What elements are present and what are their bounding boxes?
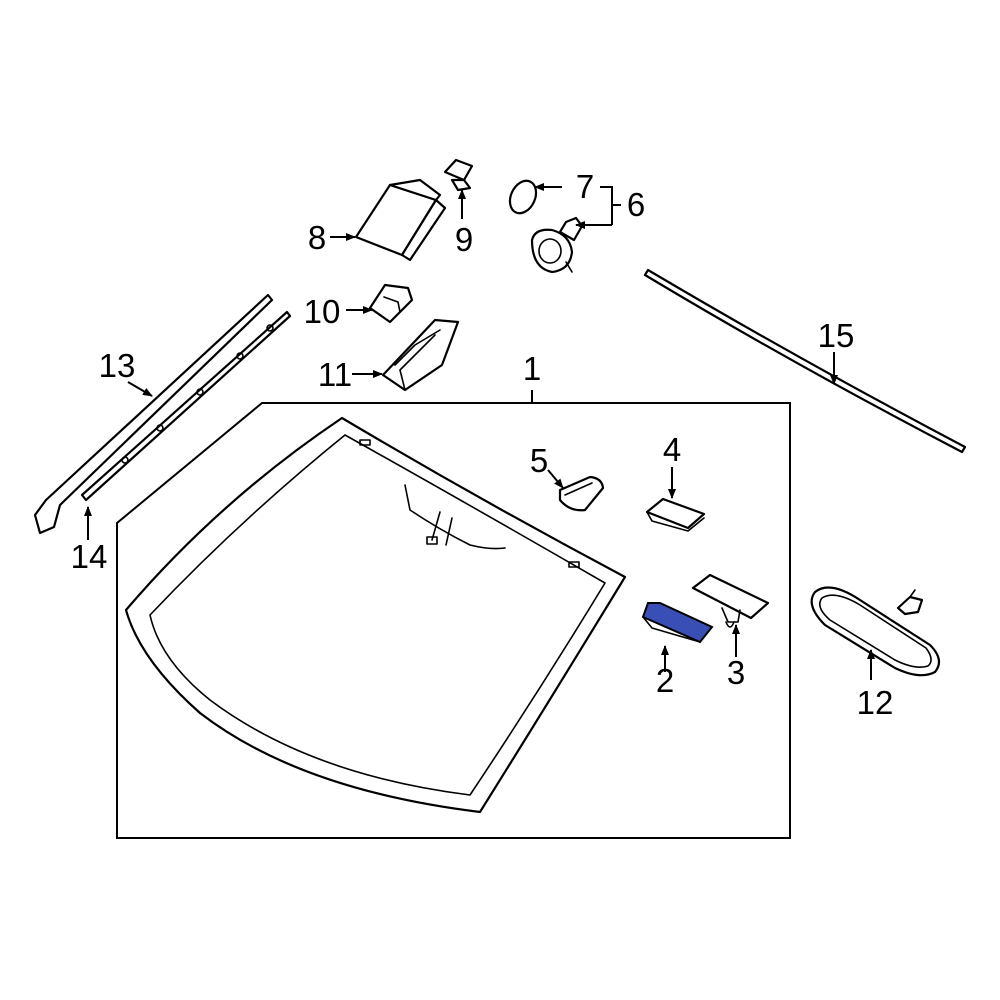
callout-2: 2	[656, 662, 674, 699]
windshield-group-box	[116, 402, 791, 839]
part-14-strip[interactable]	[80, 310, 292, 502]
part-4-pad[interactable]	[645, 497, 706, 532]
callout-12: 12	[857, 684, 894, 721]
part-2-highlighted[interactable]	[641, 602, 714, 644]
part-11-mount[interactable]	[381, 318, 460, 392]
callout-10: 10	[304, 293, 341, 330]
callout-3: 3	[727, 654, 745, 691]
part-2-body	[641, 602, 714, 644]
part-8-module[interactable]	[354, 178, 447, 262]
callout-4: 4	[663, 431, 681, 468]
part-15-moulding[interactable]	[643, 268, 967, 454]
callout-6: 6	[627, 186, 645, 223]
part-12-mirror[interactable]	[810, 586, 941, 677]
part-3-sensor-cover[interactable]	[691, 573, 770, 628]
part-9-clip[interactable]	[443, 158, 474, 192]
callout-5: 5	[530, 442, 548, 479]
part-5-cover[interactable]	[558, 475, 605, 512]
callout-9: 9	[455, 221, 473, 258]
callout-13: 13	[99, 347, 136, 384]
callout-1: 1	[523, 350, 541, 387]
part-13-moulding[interactable]	[33, 293, 274, 535]
part-6-sensor-assembly[interactable]	[530, 216, 584, 274]
callout-11: 11	[318, 356, 352, 393]
callout-14: 14	[71, 538, 108, 575]
part-10-bracket[interactable]	[368, 283, 414, 324]
callout-7: 7	[576, 168, 594, 205]
part-7-disc[interactable]	[505, 177, 541, 218]
windshield-glass[interactable]	[124, 416, 627, 814]
callout-8: 8	[308, 219, 326, 256]
callout-15: 15	[818, 317, 855, 354]
